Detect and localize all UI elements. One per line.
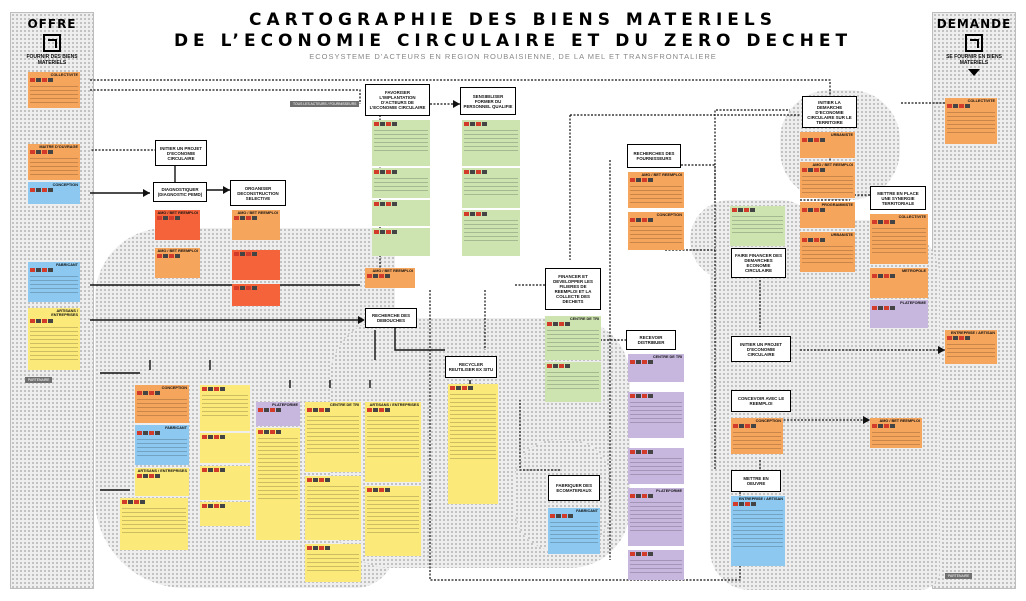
card-green-favoriser-4[interactable] xyxy=(372,228,430,256)
step-sensibiliser[interactable]: SENSIBILISER FORMER DU PERSONNEL QUALIFI… xyxy=(460,87,516,115)
card-green-financer-2[interactable] xyxy=(545,362,601,402)
card-bottom-b1[interactable] xyxy=(200,385,250,431)
card-conception-left[interactable]: CONCEPTION xyxy=(28,182,80,204)
card-green-sensibiliser-1[interactable] xyxy=(462,120,520,166)
card-conception-fournisseurs[interactable]: CONCEPTION xyxy=(628,212,684,250)
card-bottom-d1[interactable]: CENTRE DE TRI xyxy=(305,402,361,472)
card-collectivite-right[interactable]: COLLECTIVITE xyxy=(945,98,997,144)
step-organiser[interactable]: ORGANISER DECONSTRUCTION SELECTIVE xyxy=(230,180,286,206)
card-purple-centre-tri[interactable]: CENTRE DE TRI xyxy=(628,354,684,382)
card-entreprise-right[interactable]: ENTREPRISE / ARTISAN xyxy=(945,330,997,364)
card-amo-recherche[interactable]: AMO / BET REEMPLOI xyxy=(365,268,415,288)
card-bottom-e1[interactable]: ARTISANS / ENTREPRISES xyxy=(365,402,421,482)
card-fabricant-left[interactable]: FABRICANT xyxy=(28,262,80,302)
step-recevoir[interactable]: RECEVOIR DISTRIBUER xyxy=(626,330,676,350)
step-mettre-oeuvre[interactable]: METTRE EN OEUVRE xyxy=(731,470,781,492)
card-bottom-e2[interactable] xyxy=(365,486,421,556)
card-green-sensibiliser-2[interactable] xyxy=(462,168,520,208)
card-programmiste[interactable]: PROGRAMMISTE xyxy=(800,202,855,228)
card-bottom-d2[interactable] xyxy=(305,476,361,540)
tag-partenaire-left: PARTENAIRE xyxy=(25,377,53,383)
card-amo-fournisseurs[interactable]: AMO / BET REEMPLOI xyxy=(628,172,684,208)
card-metropole[interactable]: METROPOLE xyxy=(870,268,928,298)
step-financer[interactable]: FINANCER ET DEVELOPPER LES FILIERES DE R… xyxy=(545,268,601,310)
offre-subtitle: FOURNIR DES BIENS MATERIELS xyxy=(26,54,78,66)
card-amo-diagnostic-2[interactable]: AMO / BET REEMPLOI xyxy=(155,248,200,278)
card-bottom-a4[interactable] xyxy=(120,498,188,550)
step-synergie[interactable]: METTRE EN PLACE UNE SYNERGIE TERRITORIAL… xyxy=(870,186,926,210)
step-initier-projet-droite[interactable]: INITIER UN PROJET D’ECONOMIE CIRCULAIRE xyxy=(731,336,791,362)
card-amo-organiser[interactable]: AMO / BET REEMPLOI xyxy=(232,210,280,240)
card-mettre-oeuvre-blue[interactable]: ENTREPRISE / ARTISAN xyxy=(731,496,785,566)
card-bottom-d3[interactable] xyxy=(305,544,361,582)
export-icon xyxy=(43,34,61,52)
card-green-favoriser-3[interactable] xyxy=(372,200,430,226)
card-bottom-b3[interactable] xyxy=(200,466,250,500)
card-green-financer-1[interactable]: CENTRE DE TRI xyxy=(545,316,601,360)
step-favoriser[interactable]: FAVORISER L’IMPLANTATION D’ACTEURS DE L’… xyxy=(365,84,430,116)
card-bottom-a2[interactable]: FABRICANT xyxy=(135,425,189,465)
step-concevoir[interactable]: CONCEVOIR AVEC LE REEMPLOI xyxy=(731,390,791,412)
card-purple-2[interactable] xyxy=(628,392,684,438)
card-maitre-ouvrage-left[interactable]: MAITRE D’OUVRAGE xyxy=(28,144,80,180)
card-collectivite-synergie[interactable]: COLLECTIVITE xyxy=(870,214,928,264)
card-organiser-2[interactable] xyxy=(232,250,280,280)
map-title-line1: CARTOGRAPHIE DES BIENS MATERIELS xyxy=(249,10,777,30)
card-bottom-c1[interactable]: PLATEFORME xyxy=(256,402,300,426)
tag-all-actors: TOUS LES ACTEURS / FOURNISSEURS xyxy=(290,101,360,107)
card-conception-right[interactable]: CONCEPTION xyxy=(731,418,783,454)
card-urbaniste-2[interactable]: URBANISTE xyxy=(800,232,855,272)
card-organiser-3[interactable] xyxy=(232,284,280,306)
card-bottom-f1[interactable] xyxy=(448,384,498,504)
card-fabricant-ecomateriaux[interactable]: FABRICANT xyxy=(548,508,600,554)
step-recherche-fournisseurs[interactable]: RECHERCHES DES FOURNISSEURS xyxy=(627,144,681,168)
step-initier-demarche[interactable]: INITIER LA DEMARCHE D’ECONOMIE CIRCULAIR… xyxy=(802,96,857,128)
card-amo-right[interactable]: AMO / BET REEMPLOI xyxy=(800,162,855,198)
step-reutiliser[interactable]: RECYCLER REUTILISER EX SITU xyxy=(445,356,497,378)
card-green-favoriser-1[interactable] xyxy=(372,120,430,166)
card-amo-concevoir[interactable]: AMO / BET REEMPLOI xyxy=(870,418,922,448)
card-amo-diagnostic[interactable]: AMO / BET REEMPLOI xyxy=(155,210,200,240)
card-collectivite-left[interactable]: COLLECTIVITE xyxy=(28,72,80,108)
down-arrow-icon xyxy=(968,69,980,76)
step-initier-projet[interactable]: INITIER UN PROJET D’ECONOMIE CIRCULAIRE xyxy=(155,140,207,166)
card-urbaniste[interactable]: URBANISTE xyxy=(800,132,855,158)
card-green-right[interactable] xyxy=(730,206,785,246)
step-faire-financer[interactable]: FAIRE FINANCER DES DEMARCHES ECONOMIE CI… xyxy=(731,248,786,278)
import-icon xyxy=(965,34,983,52)
card-bottom-b4[interactable] xyxy=(200,502,250,526)
card-plateforme-synergie[interactable]: PLATEFORME xyxy=(870,300,928,328)
card-purple-plateforme[interactable]: PLATEFORME xyxy=(628,488,684,546)
card-purple-5[interactable] xyxy=(628,550,684,580)
step-diagnostiquer[interactable]: DIAGNOSTIQUER (DIAGNOSTIC PEMD) xyxy=(153,182,207,202)
map-subtitle: ECOSYSTEME D’ACTEURS EN REGION ROUBAISIE… xyxy=(309,52,717,61)
card-bottom-b2[interactable] xyxy=(200,433,250,463)
card-green-favoriser-2[interactable] xyxy=(372,168,430,198)
card-bottom-a3[interactable]: ARTISANS / ENTREPRISES xyxy=(135,468,189,496)
step-fabriquer[interactable]: FABRIQUER DES ECOMATERIAUX xyxy=(548,475,600,501)
demande-subtitle: SE FOURNIR EN BIENS MATERIELS xyxy=(946,54,1002,66)
card-bottom-a1[interactable]: CONCEPTION xyxy=(135,385,189,423)
map-title-line2: DE L’ECONOMIE CIRCULAIRE ET DU ZERO DECH… xyxy=(173,31,853,51)
tag-partenaire-right: PARTENAIRE xyxy=(945,573,973,579)
card-purple-3[interactable] xyxy=(628,448,684,484)
card-bottom-c2[interactable] xyxy=(256,428,300,540)
demande-title: DEMANDE xyxy=(936,17,1012,31)
offre-title: OFFRE xyxy=(27,17,77,31)
card-artisans-left[interactable]: ARTISANS / ENTREPRISES xyxy=(28,308,80,370)
card-green-sensibiliser-3[interactable] xyxy=(462,210,520,256)
step-recherche-debouches[interactable]: RECHERCHE DES DEBOUCHES xyxy=(365,308,417,328)
